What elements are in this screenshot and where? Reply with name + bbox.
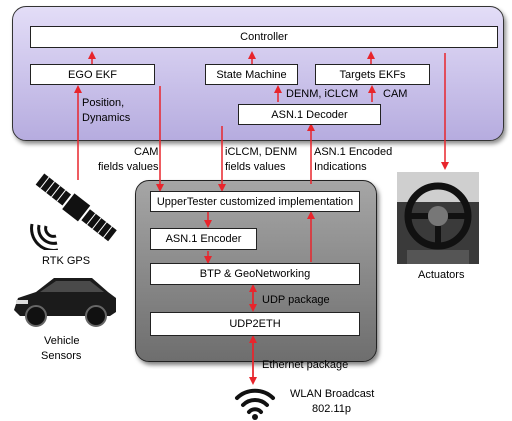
satellite-icon bbox=[30, 173, 117, 250]
label-sensors: Sensors bbox=[41, 350, 82, 362]
steering-wheel-icon bbox=[397, 172, 479, 264]
label-vehicle: Vehicle bbox=[44, 335, 80, 347]
label-iclcm-fields-values: fields values bbox=[225, 161, 286, 173]
controller-box: Controller bbox=[30, 26, 498, 48]
wifi-icon bbox=[235, 388, 275, 420]
label-actuators: Actuators bbox=[418, 269, 465, 281]
label-cam-fields-values: fields values bbox=[98, 161, 159, 173]
btp-geonetworking-box: BTP & GeoNetworking bbox=[150, 263, 360, 285]
udp2eth-box: UDP2ETH bbox=[150, 312, 360, 336]
uppertester-box: UpperTester customized implementation bbox=[150, 191, 360, 212]
targets-ekfs-box: Targets EKFs bbox=[315, 64, 430, 85]
label-cam-fields: CAM bbox=[134, 146, 159, 158]
label-indications: Indications bbox=[314, 161, 367, 173]
asn1-encoder-box: ASN.1 Encoder bbox=[150, 228, 257, 250]
label-wlan-broadcast: WLAN Broadcast bbox=[290, 388, 375, 400]
label-denm-iclcm: DENM, iCLCM bbox=[286, 88, 359, 100]
label-position: Position, bbox=[82, 97, 125, 109]
label-udp-package: UDP package bbox=[262, 294, 330, 306]
label-cam-top: CAM bbox=[383, 88, 408, 100]
car-icon bbox=[14, 278, 116, 327]
label-rtk-gps: RTK GPS bbox=[42, 255, 91, 267]
label-ethernet-package: Ethernet package bbox=[262, 359, 349, 371]
label-asn1-encoded: ASN.1 Encoded bbox=[314, 146, 393, 158]
label-dynamics: Dynamics bbox=[82, 112, 131, 124]
label-80211p: 802.11p bbox=[312, 403, 351, 415]
asn1-decoder-box: ASN.1 Decoder bbox=[238, 104, 381, 125]
ego-ekf-box: EGO EKF bbox=[30, 64, 155, 85]
state-machine-box: State Machine bbox=[205, 64, 298, 85]
label-iclcm-denm: iCLCM, DENM bbox=[225, 146, 298, 158]
